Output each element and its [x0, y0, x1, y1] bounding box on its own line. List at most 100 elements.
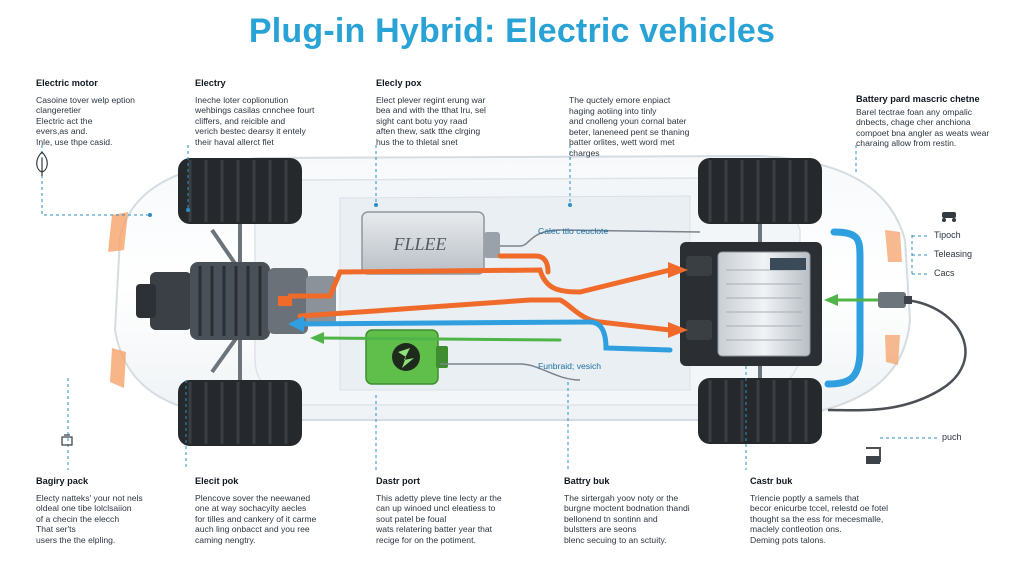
caption-line: dnbects, chage cher anchiona	[856, 117, 971, 128]
hot-flow-arrows	[668, 262, 688, 338]
caption-castr-buk: Castr buk Triencie poptly a samels that …	[750, 476, 930, 546]
caption-heading: Castr buk	[750, 476, 793, 486]
caption-heading: Dastr port	[376, 476, 420, 486]
engine-control-box: FLLEE	[361, 211, 500, 275]
caption-line: blenc secuing to an sctuity.	[564, 534, 667, 545]
leaf-icon	[36, 151, 48, 176]
caption-line: beter, laneneed pent se thaning	[569, 126, 690, 137]
caption-line: Plencove sover the neewaned	[195, 492, 311, 503]
calec-label: Calec ttlo ceuclote	[538, 226, 608, 236]
caption-line: their haval allerct flet	[195, 136, 274, 147]
electric-flow-arrows	[310, 294, 838, 344]
caption-elecit-pok: Elecit pok Plencove sover the neewaned o…	[195, 476, 360, 546]
caption-line: oldeal one tibe lolclsaiion	[36, 503, 132, 514]
caption-line: compoet bna angler as weats wear	[856, 127, 990, 138]
caption-line: charaing allow from restin.	[856, 138, 957, 149]
side-label-cacs: Cacs	[934, 268, 955, 278]
caption-line: burgne moctent bodnation thandi	[564, 503, 690, 514]
caption-heading: Battry buk	[564, 476, 610, 486]
caption-line: bea and with the tthat lru, sel	[376, 105, 486, 116]
caption-line: Triencie poptly a samels that	[750, 492, 860, 503]
caption-line: caming nengtry.	[195, 534, 256, 545]
caption-electric-motor: Electric motor Casoine tover welp eption…	[36, 78, 181, 148]
inverter-unit	[365, 329, 448, 385]
caption-elecly-pox: Elecly pox Elect plever regint erung war…	[376, 78, 536, 148]
caption-line: hus the to thletal snet	[376, 136, 458, 147]
wheel-rear-left	[178, 380, 302, 446]
side-label-tipoch: Tipoch	[934, 230, 961, 240]
charging-plug-icon	[878, 292, 912, 308]
caption-line: That ser'ts	[36, 524, 76, 535]
caption-heading: Elecly pox	[376, 78, 422, 88]
wheel-front-right	[698, 158, 822, 224]
caption-line: bellonend tn sontinn and	[564, 513, 658, 524]
wheel-rear-right	[698, 378, 822, 444]
caption-battery-pard: Battery pard mascric chetne Barel tectra…	[856, 94, 1016, 149]
plug-cable-icon	[866, 447, 881, 464]
caption-line: recige for on the potiment.	[376, 534, 476, 545]
caption-line: auch ling onbacct and you ree	[195, 524, 310, 535]
cool-flow-arrow	[288, 316, 304, 332]
caption-line: users the the elpling.	[36, 534, 116, 545]
engine-badge: FLLEE	[392, 234, 446, 254]
caption-heading: Electric motor	[36, 78, 98, 88]
caption-line: one at way sochacyity aecles	[195, 503, 307, 514]
caption-charging: The quctely emore enpiact haging aotiing…	[569, 95, 729, 159]
caption-line: thought sa the ess for mecesmalle,	[750, 513, 884, 524]
caption-battry-buk: Battry buk The sirtergah yoov noty or th…	[564, 476, 734, 546]
caption-line: maclely contleotion ons.	[750, 524, 842, 535]
caption-line: Inle, use thpe casid.	[36, 136, 113, 147]
caption-line: can up winoed uncl eleatiess to	[376, 503, 496, 514]
charging-cable	[827, 298, 967, 412]
funbraid-label: Funbraid; vesich	[538, 361, 601, 371]
caption-line: and cnolleng youn cornal bater	[569, 116, 687, 127]
caption-line: The sirtergah yoov noty or the	[564, 492, 679, 503]
caption-line: Barel tectrae foan any ompalic	[856, 106, 973, 117]
caption-electry: Electry Ineche loter coplionution wehbin…	[195, 78, 355, 148]
engine-block	[136, 262, 336, 340]
caption-line: Electric act the	[36, 115, 93, 126]
caption-line: evers,as and.	[36, 126, 88, 137]
caption-line: wats relatering batter year that	[376, 524, 493, 535]
caption-line: cliffers, and reicible and	[195, 115, 286, 126]
side-label-puch: puch	[942, 432, 962, 442]
caption-line: verich bestec dearsy it entely	[195, 126, 306, 137]
caption-dastr-port: Dastr port This adetty pleve tine lecty …	[376, 476, 546, 546]
caption-line: Ineche loter coplionution	[195, 94, 289, 105]
caption-line: bulstters are seons	[564, 524, 637, 535]
cooling-loop	[824, 228, 864, 388]
caption-line: The quctely emore enpiact	[569, 95, 671, 105]
battery-small-icon	[61, 434, 73, 446]
callout-dots	[148, 203, 572, 217]
caption-line: batter orlites, wett word met	[569, 137, 675, 148]
caption-line: wehbings casilas cnnchee fourt	[195, 105, 315, 116]
cool-flow-lines	[293, 319, 673, 353]
page-title: Plug-in Hybrid: Electric vehicles	[248, 12, 776, 50]
caption-line: clangeretier	[36, 105, 81, 116]
caption-line: becor enicurbe tccel, relestd oe fotel	[750, 503, 889, 514]
caption-bagiry-pack: Bagiry pack Electy natteks' your not nel…	[36, 476, 181, 546]
caption-heading: Bagiry pack	[36, 476, 89, 486]
electric-flow-lines	[316, 298, 882, 342]
caption-line: Casoine tover welp eption	[36, 94, 135, 105]
side-label-teleasing: Teleasing	[934, 249, 973, 259]
battery-pack	[680, 242, 822, 366]
caption-line: aften thew, satk tthe clrging	[376, 126, 481, 137]
caption-line: Deming pots talons.	[750, 534, 826, 545]
caption-line: sight cant botu yoy raad	[376, 115, 468, 126]
caption-line: charges	[569, 147, 600, 158]
caption-heading: Elecit pok	[195, 476, 239, 486]
caption-line: Elect plever regint erung war	[376, 94, 486, 105]
caption-line: of a checin the elecch	[36, 513, 120, 524]
caption-line: sout patel be foual	[376, 513, 447, 524]
caption-heading: Electry	[195, 78, 226, 88]
caption-line: for tilles and cankery of it carme	[195, 513, 317, 524]
caption-heading: Battery pard mascric chetne	[856, 94, 980, 104]
caption-line: Electy natteks' your not nels	[36, 492, 143, 503]
connector-icon	[942, 212, 956, 222]
caption-line: This adetty pleve tine lecty ar the	[376, 492, 502, 503]
caption-line: haging aotiing into tinly	[569, 105, 657, 116]
wiring	[440, 229, 701, 381]
wheel-front-left	[178, 158, 302, 224]
